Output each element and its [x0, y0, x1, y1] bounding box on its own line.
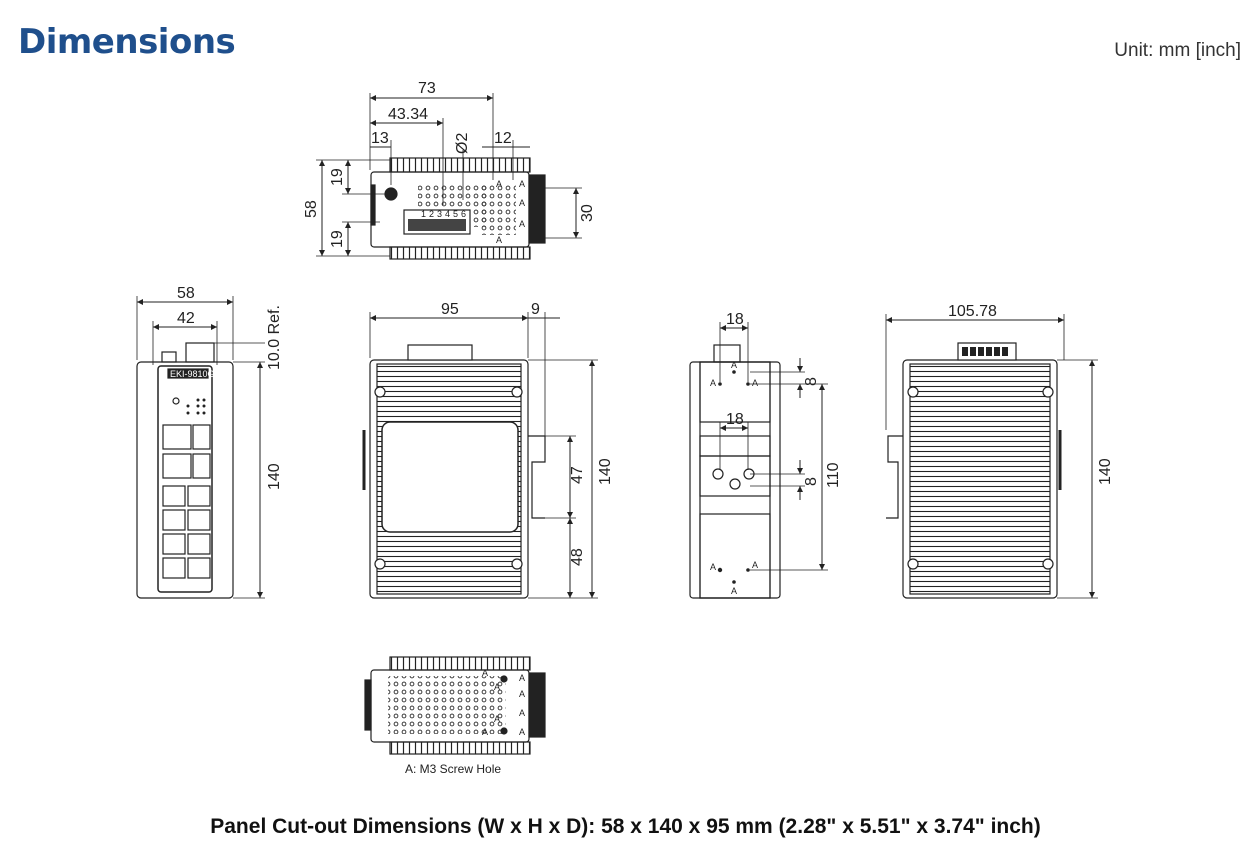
screw-hole-note: A: M3 Screw Hole	[405, 762, 501, 776]
terminal-3: 3	[437, 209, 442, 219]
page-title: Dimensions	[18, 22, 236, 62]
dim-58-front: 58	[177, 285, 195, 302]
dim-48: 48	[569, 548, 586, 566]
dim-95: 95	[441, 301, 459, 318]
terminal-4: 4	[445, 209, 450, 219]
screw-label: A	[710, 562, 716, 572]
terminal-6: 6	[461, 209, 466, 219]
bottom-view	[364, 656, 546, 755]
screw-label: A	[494, 682, 500, 692]
dim-9: 9	[531, 301, 540, 318]
unit-label: Unit: mm [inch]	[1114, 40, 1241, 61]
dim-10-ref: 10.0 Ref.	[266, 305, 283, 370]
dim-13: 13	[371, 130, 389, 147]
dim-42: 42	[177, 310, 195, 327]
dim-43-34: 43.34	[388, 106, 428, 123]
screw-label: A	[731, 586, 737, 596]
dim-140-right: 140	[1097, 458, 1114, 485]
screw-label: A	[519, 179, 525, 189]
dim-18-b: 18	[726, 411, 744, 428]
screw-label: A	[519, 727, 525, 737]
screw-label: A	[710, 378, 716, 388]
screw-label: A	[519, 689, 525, 699]
dim-8-a: 8	[803, 377, 820, 386]
dim-12: 12	[494, 130, 512, 147]
dim-110: 110	[825, 462, 842, 488]
dim-73: 73	[418, 80, 436, 97]
screw-label: A	[752, 378, 758, 388]
model-label: EKI-9810G	[170, 369, 215, 379]
top-view	[316, 93, 582, 260]
screw-label: A	[482, 668, 488, 678]
dim-47: 47	[569, 466, 586, 484]
screw-label: A	[519, 673, 525, 683]
screw-label: A	[731, 360, 737, 370]
dim-19-b: 19	[329, 230, 346, 248]
rear-screw-labels: A A A A A A	[710, 360, 758, 596]
screw-label: A	[752, 560, 758, 570]
bottom-screw-labels: A A A A A A A A	[482, 668, 525, 737]
screw-label: A	[496, 179, 502, 189]
dim-140-side: 140	[597, 458, 614, 485]
screw-label: A	[519, 708, 525, 718]
screw-label: A	[519, 219, 525, 229]
rear-view	[689, 322, 828, 599]
dim-phi2: Ø2	[454, 133, 471, 154]
terminal-5: 5	[453, 209, 458, 219]
front-view	[136, 296, 265, 599]
right-side-view	[885, 314, 1098, 599]
dim-30: 30	[579, 204, 596, 222]
top-screw-labels: A A A A A	[496, 179, 525, 245]
terminal-numbers: 1 2 3 4 5 6	[421, 209, 466, 219]
dim-8-b: 8	[803, 477, 820, 486]
dim-140-front: 140	[266, 463, 283, 490]
dim-19-a: 19	[329, 168, 346, 186]
screw-label: A	[496, 235, 502, 245]
dim-105-78: 105.78	[948, 303, 997, 320]
panel-cutout-caption: Panel Cut-out Dimensions (W x H x D): 58…	[210, 815, 1041, 838]
terminal-1: 1	[421, 209, 426, 219]
dim-18-a: 18	[726, 311, 744, 328]
screw-label: A	[494, 714, 500, 724]
terminal-2: 2	[429, 209, 434, 219]
screw-label: A	[482, 727, 488, 737]
dim-58-top: 58	[303, 200, 320, 218]
side-view	[362, 312, 598, 599]
screw-label: A	[519, 198, 525, 208]
